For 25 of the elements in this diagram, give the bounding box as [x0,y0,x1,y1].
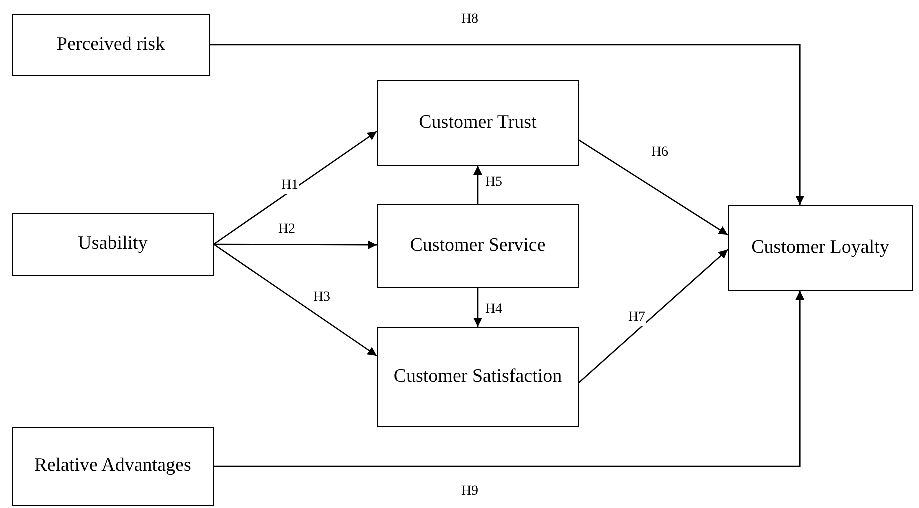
node-label: Customer Trust [419,110,537,135]
edge-label: H1 [280,178,300,194]
arrow [214,131,378,246]
arrow [214,244,378,357]
construct-box [12,213,214,276]
construct-box [728,205,913,291]
arrow [578,249,728,384]
edge-label: H7 [627,310,647,326]
node-label: Relative Advantages [34,454,192,478]
arrow [210,44,805,205]
node-label: Perceived risk [56,32,166,57]
construct-box [12,427,214,506]
construct-box [377,327,579,427]
arrow [578,140,728,236]
node-label: Customer Loyalty [752,236,890,260]
construct-box [12,14,210,76]
construct-box [377,204,579,288]
node-label: Customer Satisfaction [394,364,562,389]
arrow [214,240,377,250]
arrow [214,291,805,468]
arrow [474,166,482,204]
arrow [474,288,482,327]
node-label: Customer Service [410,234,546,258]
node-label: Usability [78,232,148,256]
construct-box [377,80,579,166]
